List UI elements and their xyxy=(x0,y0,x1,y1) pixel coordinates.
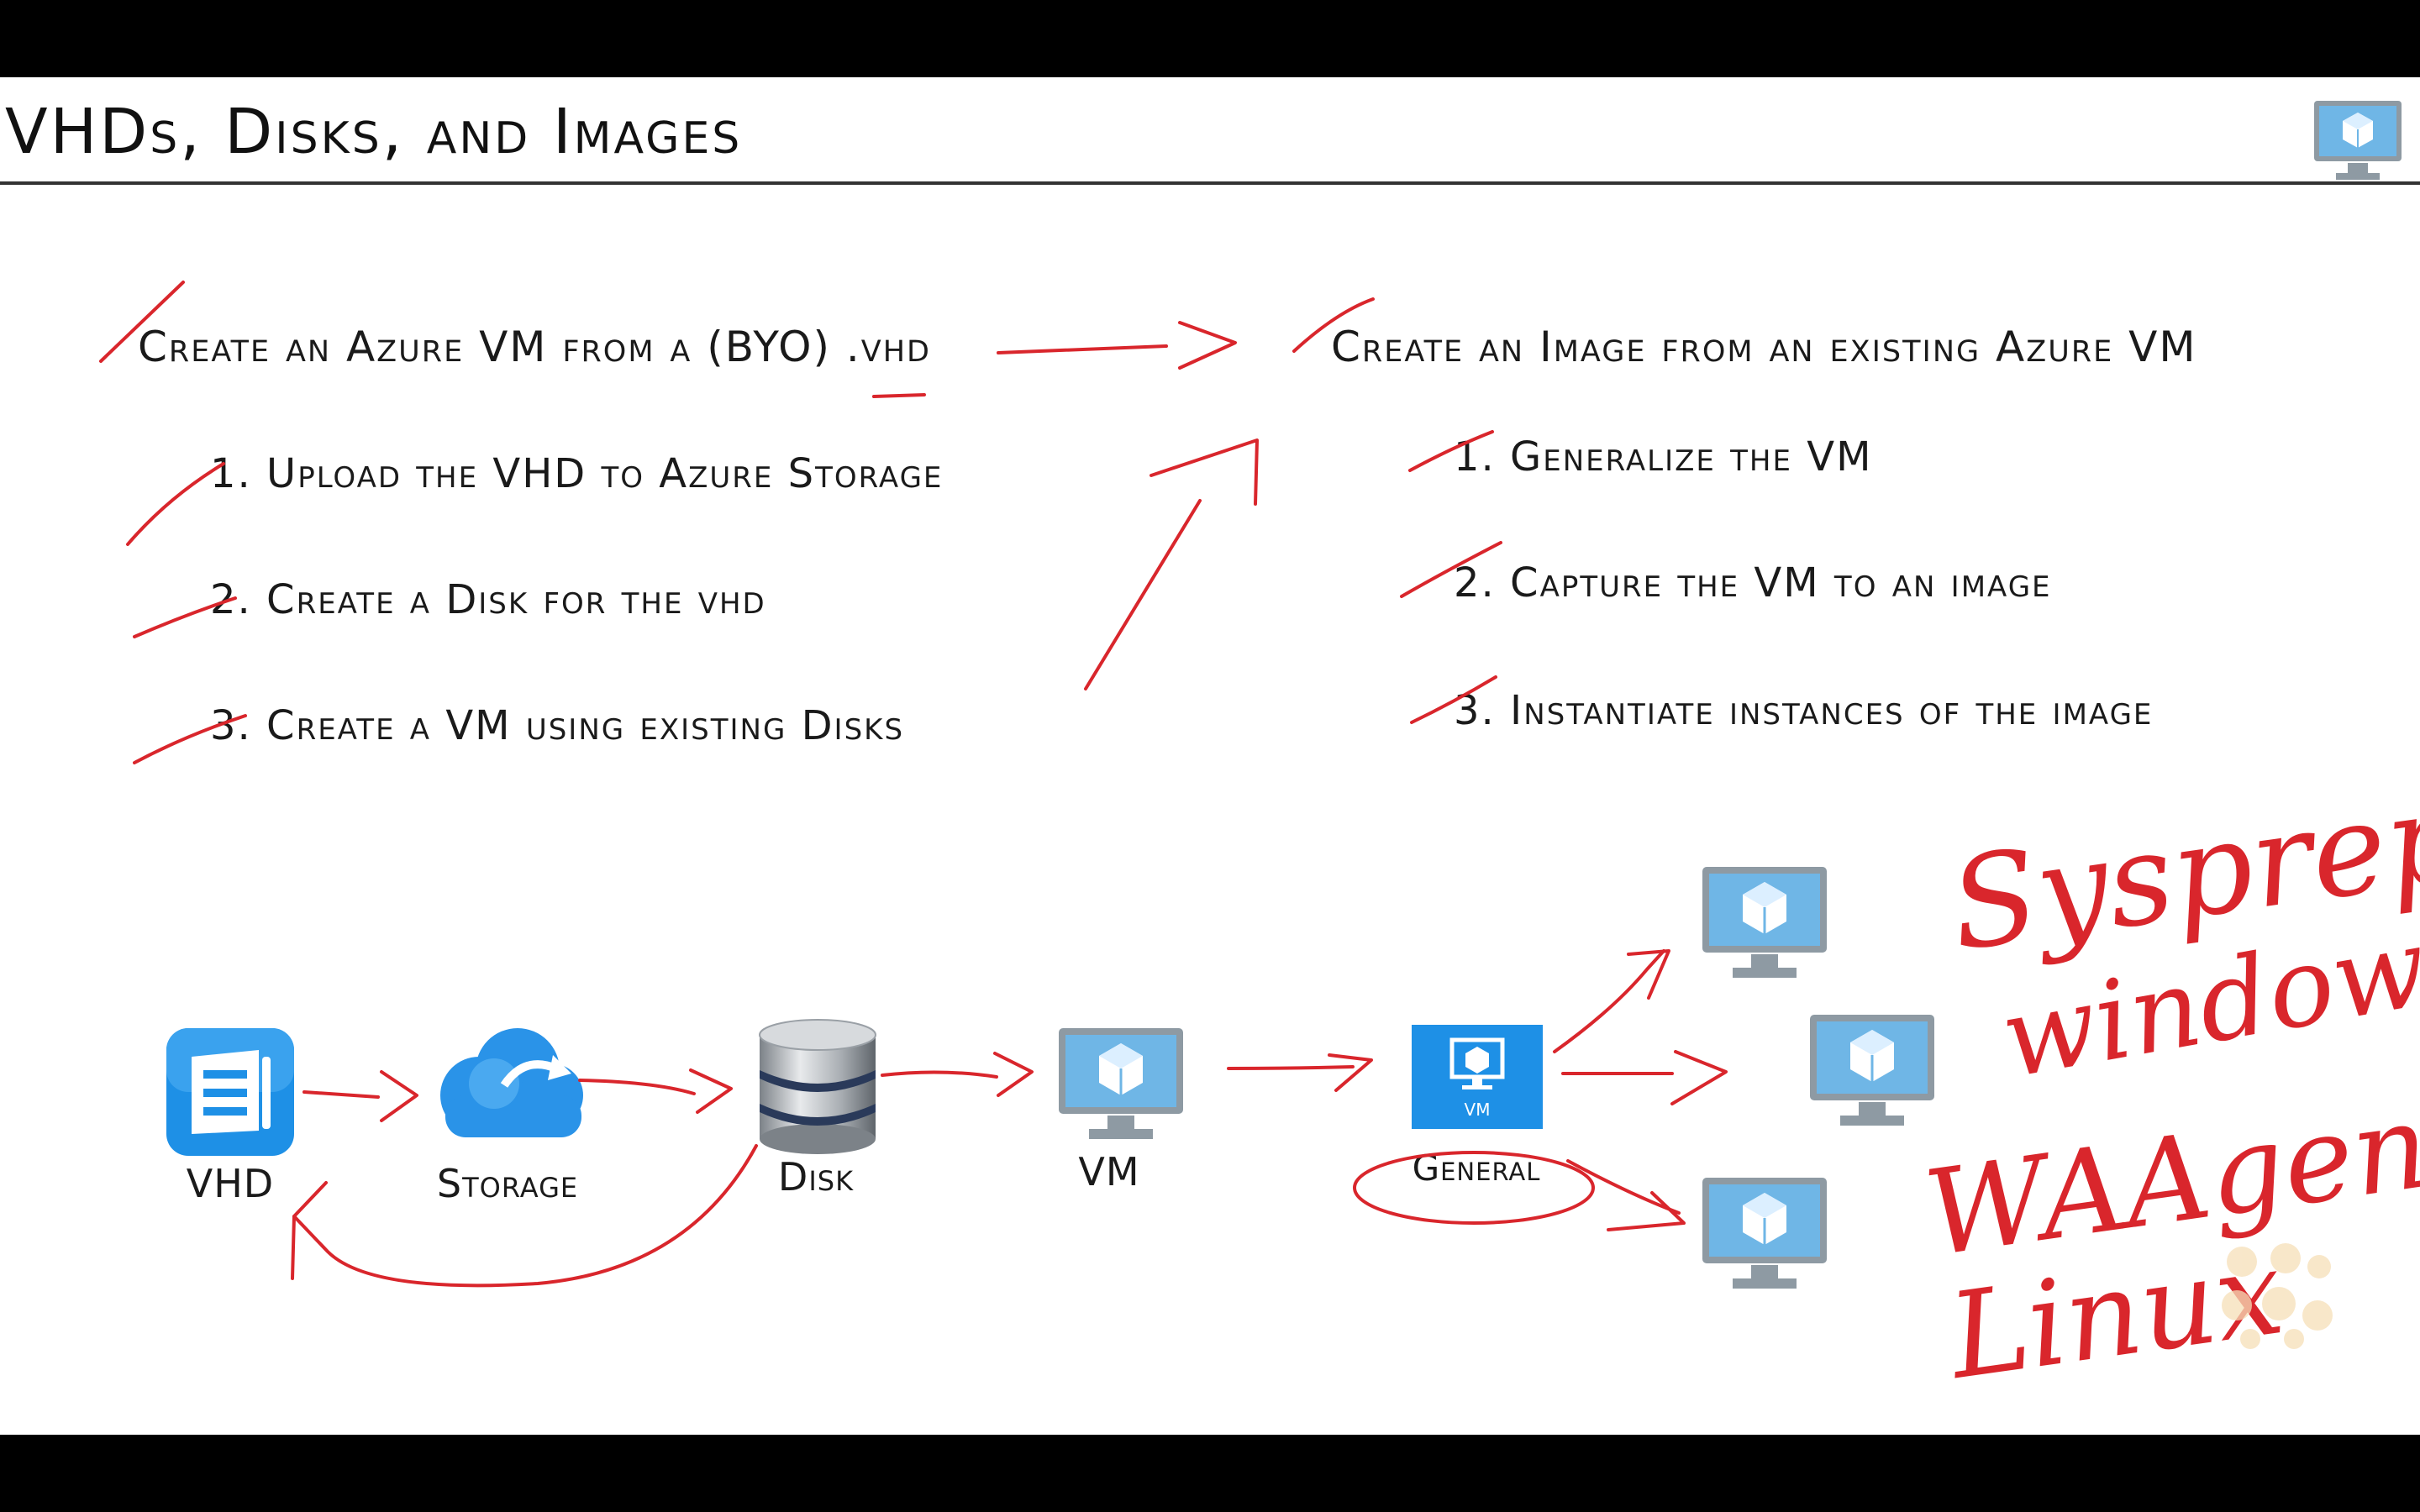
vhd-label: VHD xyxy=(186,1161,275,1206)
title-divider xyxy=(0,181,2420,185)
left-step-2: 2. Create a Disk for the vhd xyxy=(210,576,766,623)
right-step-2: 2. Capture the VM to an image xyxy=(1454,559,2052,606)
right-step-1: 1. Generalize the VM xyxy=(1454,433,1873,480)
right-heading: Create an Image from an existing Azure V… xyxy=(1331,323,2197,371)
vm-label: VM xyxy=(1078,1149,1140,1194)
right-step-3: 3. Instantiate instances of the image xyxy=(1454,687,2154,734)
storage-cloud-icon xyxy=(440,1028,583,1137)
left-step-1: 1. Upload the VHD to Azure Storage xyxy=(210,450,944,497)
pen-strokes xyxy=(99,281,1728,1288)
vhd-file-icon xyxy=(166,1028,294,1156)
watermark-dots xyxy=(2222,1243,2333,1349)
storage-label: Storage xyxy=(436,1161,579,1206)
vm-monitor-icon xyxy=(1059,1028,1183,1139)
left-step-3: 3. Create a VM using existing Disks xyxy=(210,702,905,749)
vm-instance-bottom-icon xyxy=(1702,1178,1827,1289)
vm-instance-top-icon xyxy=(1702,867,1827,978)
vm-monitor-icon xyxy=(2314,101,2402,180)
slide-title: VHDs, Disks, and Images xyxy=(5,96,743,168)
general-badge-text: VM xyxy=(1465,1100,1491,1120)
disk-database-icon xyxy=(759,1019,876,1154)
vm-instance-middle-icon xyxy=(1810,1015,1934,1126)
disk-label: Disk xyxy=(777,1154,855,1200)
whiteboard-slide: VHDs, Disks, and Images Create an Azure … xyxy=(0,77,2420,1435)
left-heading: Create an Azure VM from a (BYO) .vhd xyxy=(138,323,932,371)
generalized-vm-icon: VM xyxy=(1412,1025,1543,1129)
